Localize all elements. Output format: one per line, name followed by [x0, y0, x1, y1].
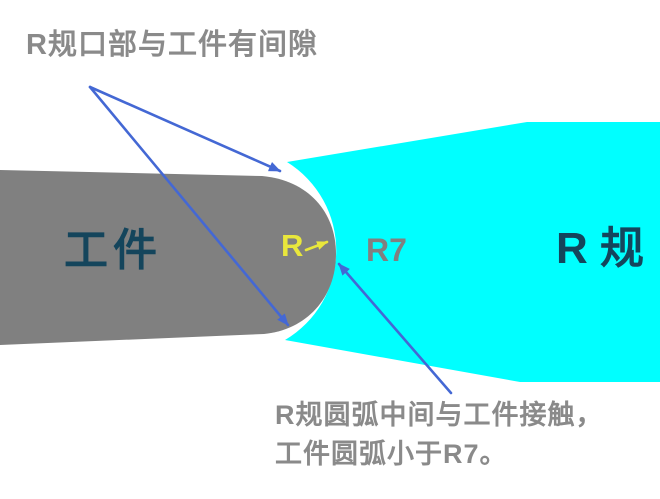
workpiece-shape [0, 170, 336, 345]
contact-note-line2: 工件圆弧小于R7。 [275, 439, 508, 469]
workpiece-label: 工件 [64, 226, 162, 275]
workpiece-radius-label: R [281, 228, 304, 263]
r-gauge-shape [285, 122, 660, 382]
gauge-radius-label: R7 [366, 232, 407, 268]
contact-annotation-arrow [337, 262, 453, 395]
gap-annotation-line-top [88, 85, 282, 173]
gap-annotation-line-bottom [88, 85, 290, 327]
contact-note-text: R规圆弧中间与工件接触， 工件圆弧小于R7。 [275, 396, 604, 474]
gap-note-text: R规口部与工件有间隙 [26, 29, 318, 61]
radius-arrow-group [304, 240, 329, 252]
radius-arrow [304, 240, 329, 252]
gap-annotation-arrows [88, 85, 453, 395]
r-gauge-label: R 规 [556, 224, 644, 273]
contact-note-line1: R规圆弧中间与工件接触， [275, 400, 604, 430]
